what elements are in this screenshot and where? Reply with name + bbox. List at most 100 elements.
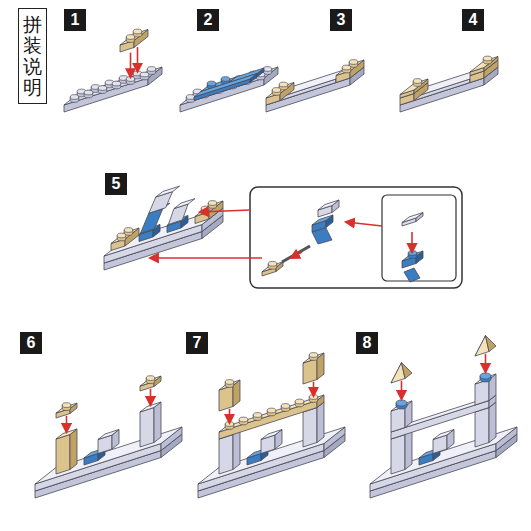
brick-end bbox=[489, 402, 496, 443]
brick-side bbox=[140, 408, 154, 448]
step-number: 8 bbox=[356, 332, 378, 354]
brick-end bbox=[154, 402, 161, 443]
brick-top bbox=[140, 376, 161, 386]
brick-top bbox=[56, 403, 77, 413]
stud bbox=[146, 376, 155, 381]
step-label: 6 bbox=[27, 335, 36, 351]
stud bbox=[413, 79, 422, 84]
brick-end bbox=[484, 57, 498, 72]
step-label: 8 bbox=[363, 335, 372, 351]
stud bbox=[112, 81, 121, 86]
step-number: 6 bbox=[20, 332, 42, 354]
stud bbox=[98, 86, 107, 91]
assembly-arrow bbox=[485, 354, 487, 372]
step-illustration bbox=[391, 336, 496, 383]
brick-end bbox=[233, 429, 240, 470]
brick-top bbox=[111, 228, 139, 244]
stud bbox=[480, 373, 491, 379]
brick-top bbox=[262, 262, 283, 272]
brick-top bbox=[312, 215, 333, 225]
stud bbox=[221, 77, 230, 82]
brick-top bbox=[266, 83, 294, 99]
brick-side bbox=[56, 435, 70, 475]
inset-panel bbox=[250, 187, 462, 288]
stud bbox=[126, 35, 135, 40]
step-illustration bbox=[266, 60, 364, 112]
assembly-arrow bbox=[411, 232, 413, 252]
stud bbox=[349, 60, 358, 65]
clip-piece bbox=[312, 228, 332, 244]
brick-top bbox=[303, 353, 324, 363]
brick-side bbox=[180, 78, 264, 112]
brick-top bbox=[104, 208, 223, 256]
step-label: 2 bbox=[204, 12, 213, 28]
brick-top bbox=[433, 430, 454, 440]
brick-end bbox=[405, 429, 412, 470]
stud bbox=[133, 29, 142, 34]
stud bbox=[117, 233, 126, 238]
brick-top bbox=[400, 67, 498, 105]
assembly-arrow bbox=[130, 53, 132, 78]
stud bbox=[309, 353, 318, 358]
brick-top bbox=[219, 380, 240, 390]
stud bbox=[62, 403, 71, 408]
stud bbox=[263, 67, 272, 72]
stud bbox=[342, 65, 351, 70]
step-label: 5 bbox=[112, 176, 121, 192]
step-illustration bbox=[35, 376, 182, 498]
assembly-arrow bbox=[313, 382, 315, 396]
step-illustration bbox=[198, 353, 345, 498]
step-label: 7 bbox=[193, 335, 202, 351]
stud bbox=[126, 77, 135, 82]
step-illustration bbox=[64, 29, 162, 112]
stud bbox=[124, 228, 133, 233]
brick-side bbox=[475, 408, 489, 448]
step-number: 1 bbox=[64, 9, 86, 31]
step-number: 7 bbox=[186, 332, 208, 354]
brick-top bbox=[402, 213, 423, 223]
step-number: 3 bbox=[330, 9, 352, 31]
brick-side bbox=[391, 435, 405, 475]
brick-end bbox=[317, 402, 324, 443]
clip-piece bbox=[404, 268, 420, 282]
stud bbox=[483, 56, 492, 61]
stud bbox=[70, 95, 79, 100]
title-box: 拼装说明 bbox=[18, 8, 47, 104]
brick-side bbox=[391, 401, 489, 440]
assembly-arrow bbox=[200, 210, 250, 212]
step-illustration bbox=[400, 57, 498, 113]
brick-side bbox=[219, 435, 233, 475]
brick-top bbox=[402, 251, 423, 261]
brick-top bbox=[400, 79, 428, 95]
step-number: 5 bbox=[105, 173, 127, 195]
step-number: 2 bbox=[197, 9, 219, 31]
brick-top bbox=[180, 67, 278, 105]
brick-top bbox=[266, 67, 364, 105]
red-arrows bbox=[67, 47, 486, 432]
assembly-arrow bbox=[150, 257, 262, 259]
brick-top bbox=[261, 430, 282, 440]
pyramid-face bbox=[402, 363, 413, 379]
inset-subpanel bbox=[382, 195, 456, 281]
assembly-arrow bbox=[66, 416, 68, 432]
assembly-arrow bbox=[229, 409, 231, 423]
assembly-arrow bbox=[137, 47, 139, 72]
step-illustration bbox=[370, 373, 517, 498]
stud bbox=[253, 413, 262, 418]
stud bbox=[207, 81, 216, 86]
brick-top bbox=[64, 67, 162, 105]
hinge-piece bbox=[174, 199, 195, 209]
step-number: 4 bbox=[462, 9, 484, 31]
brick-top bbox=[195, 201, 223, 217]
bar-piece bbox=[282, 246, 310, 262]
assembly-arrow bbox=[150, 389, 152, 405]
brick-side bbox=[194, 79, 250, 101]
brick-end bbox=[336, 68, 350, 83]
brick-end bbox=[414, 79, 428, 94]
stud bbox=[84, 90, 93, 95]
stud bbox=[208, 201, 217, 206]
brick-top bbox=[470, 57, 498, 73]
brick-end bbox=[70, 429, 77, 470]
hinge-piece bbox=[156, 186, 180, 197]
assembly-arrow bbox=[291, 252, 302, 258]
